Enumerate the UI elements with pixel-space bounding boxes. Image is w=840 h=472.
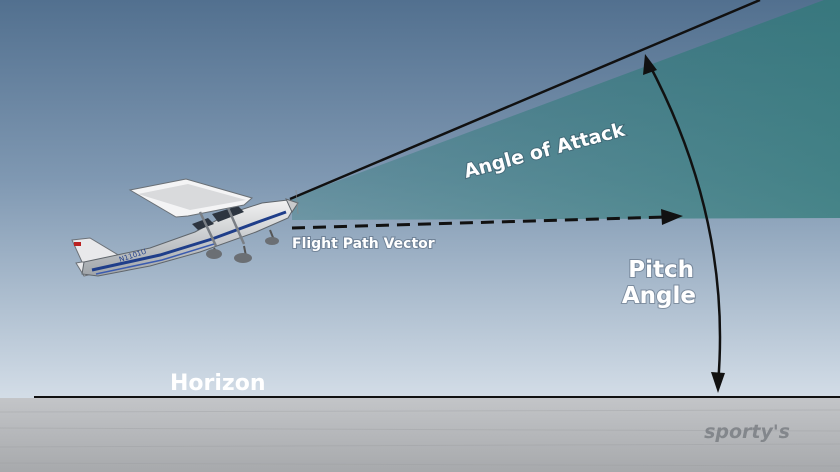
- horizon-label: Horizon: [170, 371, 266, 396]
- ground-texture: [0, 409, 840, 467]
- arrowhead-icon: [661, 209, 683, 225]
- sportys-logo: sporty's: [704, 421, 790, 443]
- arrowhead-icon: [643, 54, 657, 75]
- arrowhead-icon: [711, 372, 725, 393]
- chord-line: [289, 0, 761, 201]
- ground: [0, 398, 840, 472]
- aoa-wedge: [292, 0, 840, 220]
- flag-icon: [74, 242, 81, 246]
- pitch-angle-arc: [646, 61, 722, 385]
- flight-path-vector-label: Flight Path Vector: [292, 236, 435, 252]
- pitch-label: Pitch: [628, 257, 694, 283]
- angle-label: Angle: [622, 283, 696, 309]
